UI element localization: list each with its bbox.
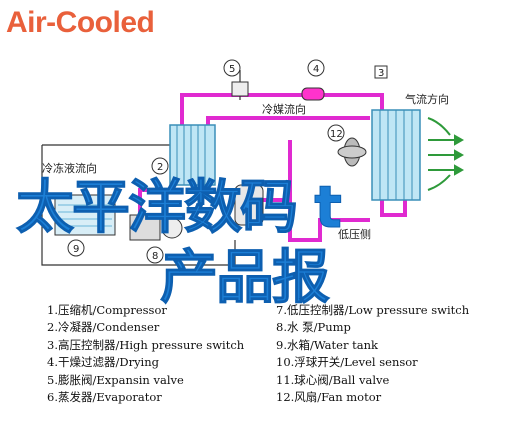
svg-text:12: 12 xyxy=(330,129,343,140)
pump xyxy=(129,214,183,241)
legend-item: 6.蒸发器/Evaporator xyxy=(47,390,162,405)
legend-item: 1.压缩机/Compressor xyxy=(47,303,167,317)
legend-item: 9.水箱/Water tank xyxy=(276,337,378,352)
condenser-coil xyxy=(169,124,216,186)
legend-item: 12.风扇/Fan motor xyxy=(276,390,382,405)
label-refrigerant-flow: 冷冻液流向 xyxy=(42,161,97,175)
svg-text:9: 9 xyxy=(73,244,79,255)
air-flow-arrows xyxy=(427,117,465,191)
label-low-side: 低压侧 xyxy=(338,228,371,241)
legend-item: 5.膨胀阀/Expansin valve xyxy=(47,372,184,387)
legend-right: 7.低压控制器/Low pressure switch 8.水 泵/Pump 9… xyxy=(276,302,501,406)
svg-text:5: 5 xyxy=(229,64,235,75)
legend-left: 1.压缩机/Compressor 2.冷凝器/Condenser 3.高压控制器… xyxy=(47,302,257,406)
watermark-line-2: 产品报 xyxy=(159,243,330,312)
expansion-valve xyxy=(231,81,249,97)
watermark-line-1: 太平洋数码 t xyxy=(16,173,343,242)
water-tank xyxy=(54,194,116,236)
compressor xyxy=(234,184,264,226)
svg-text:2: 2 xyxy=(157,162,163,173)
svg-text:8: 8 xyxy=(152,251,158,262)
legend-item: 7.低压控制器/Low pressure switch xyxy=(276,303,470,317)
refrigeration-diagram: 5 4 3 12 2 9 8 冷媒流向 气流方向 冷冻液流向 低压侧 xyxy=(41,59,465,266)
legend-item: 3.高压控制器/High pressure switch xyxy=(47,337,245,352)
legend-item: 11.球心阀/Ball valve xyxy=(276,372,390,387)
label-air-flow: 气流方向 xyxy=(405,92,449,106)
svg-text:4: 4 xyxy=(313,64,319,75)
drying-filter xyxy=(301,87,325,101)
page-title: Air-Cooled xyxy=(6,6,155,39)
legend-item: 4.干燥过滤器/Drying xyxy=(47,355,160,370)
label-condenser-flow: 冷媒流向 xyxy=(262,102,306,116)
fan-motor xyxy=(337,137,367,167)
legend-item: 10.浮球开关/Level sensor xyxy=(276,355,418,370)
svg-text:3: 3 xyxy=(378,68,384,79)
number-markers: 5 4 3 12 2 9 8 xyxy=(67,59,388,264)
legend-item: 2.冷凝器/Condenser xyxy=(47,320,160,335)
legend-item: 8.水 泵/Pump xyxy=(276,320,351,335)
evaporator-coil xyxy=(371,109,421,201)
